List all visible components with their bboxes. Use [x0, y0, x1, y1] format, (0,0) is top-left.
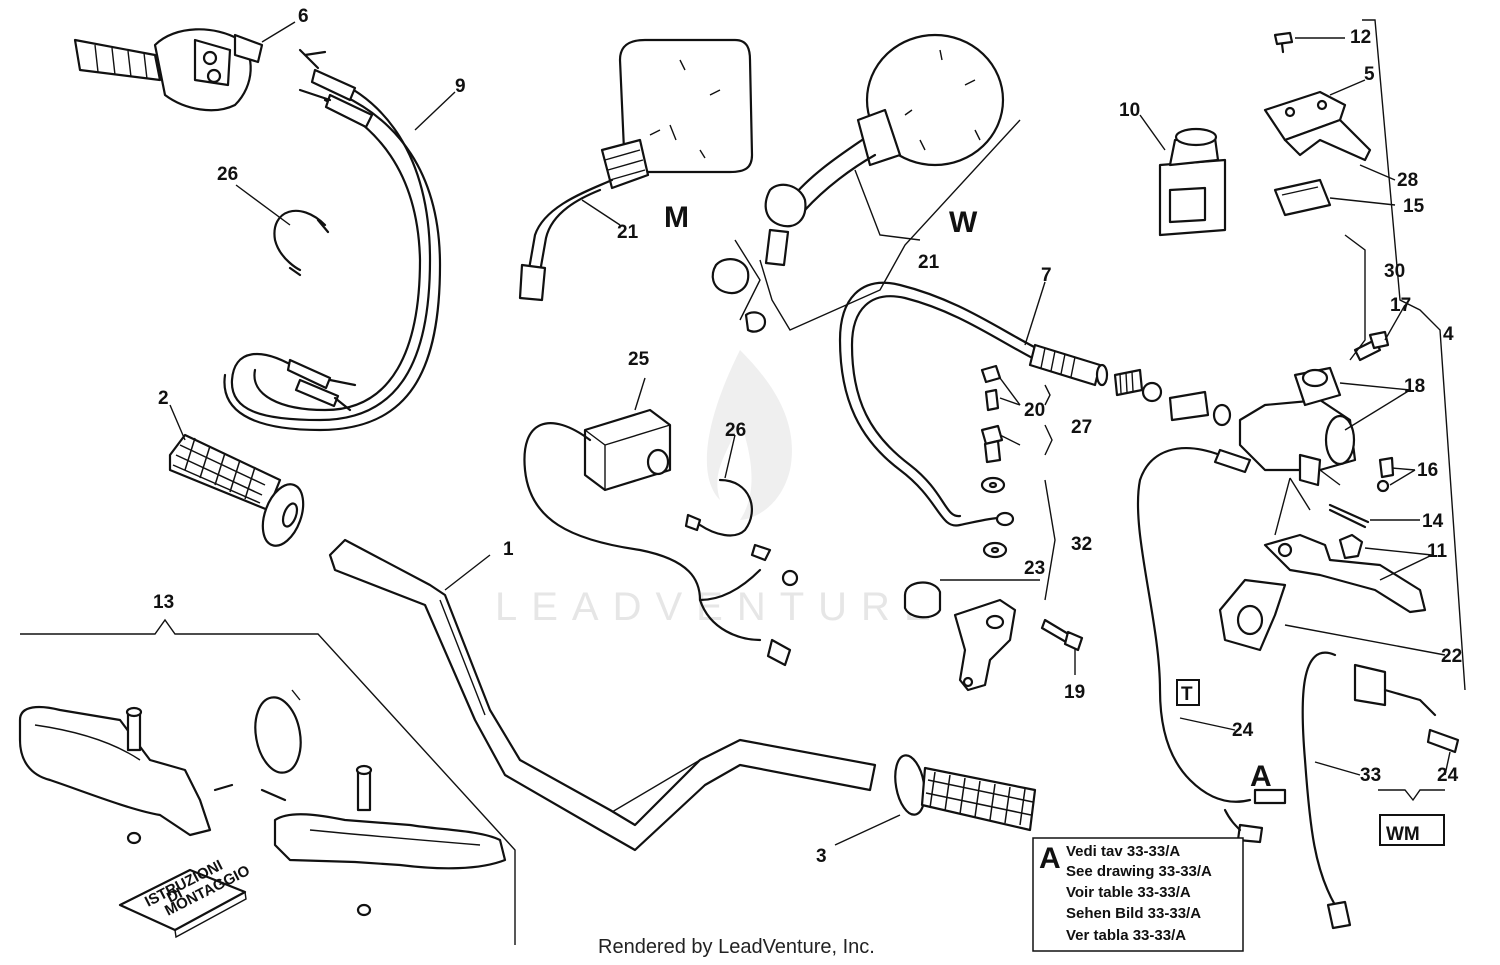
part-9-throttle-cables[interactable] — [223, 48, 442, 432]
note-line-1: Vedi tav 33-33/A — [1066, 843, 1180, 860]
part-1-handlebar[interactable] — [328, 538, 877, 852]
part-10-brake-fluid-bottle[interactable] — [1158, 127, 1227, 237]
part-2-left-grip[interactable] — [168, 433, 311, 551]
part-26-wire-clip-center[interactable] — [684, 478, 753, 537]
callout-13: 13 — [153, 592, 174, 613]
note-line-5: Ver tabla 33-33/A — [1066, 927, 1186, 944]
variant-w-label: W — [949, 206, 978, 239]
part-13-handguard-kit[interactable] — [18, 689, 507, 917]
callout-2: 2 — [158, 388, 169, 409]
callout-3: 3 — [816, 846, 827, 867]
callout-24-wm: 24 — [1437, 765, 1459, 786]
callout-26-center: 26 — [725, 420, 746, 441]
callout-9: 9 — [455, 76, 466, 97]
callout-22: 22 — [1441, 646, 1462, 667]
callout-18: 18 — [1404, 376, 1425, 397]
callout-20: 20 — [1024, 400, 1045, 421]
leader-lines — [169, 21, 1451, 846]
part-21-mirror-w[interactable] — [711, 33, 1005, 333]
part-24-stop-switch-cable[interactable] — [1136, 447, 1287, 844]
part-33-switch-cable[interactable] — [1301, 651, 1460, 930]
variant-wm-label: WM — [1386, 824, 1420, 845]
callout-7: 7 — [1041, 265, 1052, 286]
callout-33: 33 — [1360, 765, 1381, 786]
part-20-bleeder[interactable] — [980, 364, 1004, 464]
part-15-diaphragm[interactable] — [1273, 178, 1332, 217]
callout-21-m: 21 — [617, 222, 639, 243]
variant-a-label: A — [1250, 760, 1272, 793]
caliper-bracket[interactable] — [953, 598, 1017, 692]
reference-note-box: A Vedi tav 33-33/A See drawing 33-33/A V… — [1032, 837, 1244, 952]
watermark: LEADVENTURE — [495, 350, 945, 629]
group-brackets — [20, 19, 1466, 945]
callout-11: 11 — [1427, 541, 1448, 562]
callout-10: 10 — [1119, 100, 1140, 121]
part-14-pin[interactable] — [1328, 503, 1370, 529]
part-3-right-grip[interactable] — [891, 753, 1037, 832]
part-21-mirror-m[interactable] — [518, 38, 754, 302]
callout-24-t: 24 — [1232, 720, 1254, 741]
variant-t-label: T — [1181, 684, 1193, 705]
callout-12: 12 — [1350, 27, 1371, 48]
callout-21-w: 21 — [918, 252, 940, 273]
variant-m-label: M — [664, 201, 689, 234]
part-25-switch[interactable] — [523, 408, 799, 667]
callout-5: 5 — [1364, 64, 1375, 85]
callout-32: 32 — [1071, 534, 1092, 555]
footer-credit: Rendered by LeadVenture, Inc. — [598, 936, 875, 958]
part-7-brake-hose[interactable] — [838, 281, 1109, 527]
callout-1: 1 — [503, 539, 514, 560]
callout-4: 4 — [1443, 324, 1454, 345]
note-line-4: Sehen Bild 33-33/A — [1066, 905, 1201, 922]
part-23-grommet[interactable] — [903, 581, 942, 619]
callout-26-left: 26 — [217, 164, 238, 185]
part-19-bolt[interactable] — [1040, 618, 1084, 652]
callout-28: 28 — [1397, 170, 1418, 191]
booklet-line-2: DI — [164, 885, 185, 907]
part-18-master-cylinder[interactable] — [1238, 366, 1357, 487]
callout-17: 17 — [1390, 295, 1411, 316]
part-22-clamp[interactable] — [1218, 578, 1287, 652]
variant-t-box — [1176, 679, 1200, 706]
callout-27: 27 — [1071, 417, 1092, 438]
note-line-2: See drawing 33-33/A — [1066, 863, 1212, 880]
part-5-reservoir-cap[interactable] — [1263, 90, 1372, 162]
part-6-throttle-assembly[interactable] — [73, 28, 264, 112]
watermark-text: LEADVENTURE — [495, 585, 945, 629]
part-17-screw[interactable] — [1353, 330, 1390, 362]
variant-wm-box — [1379, 814, 1445, 846]
callout-14: 14 — [1422, 511, 1444, 532]
callout-6: 6 — [298, 6, 309, 27]
part-12-screw[interactable] — [1273, 31, 1294, 54]
note-line-3: Voir table 33-33/A — [1066, 884, 1191, 901]
callout-numbers: 1 2 3 4 5 6 7 9 10 11 12 13 14 15 16 17 … — [153, 6, 1462, 867]
variant-labels: M W T A WM — [664, 201, 1445, 846]
note-box-letter: A — [1039, 842, 1061, 875]
callout-16: 16 — [1417, 460, 1438, 481]
part-30-piston-kit[interactable] — [1113, 368, 1232, 427]
part-32-washers[interactable] — [980, 476, 1008, 559]
callout-15: 15 — [1403, 196, 1425, 217]
callout-30: 30 — [1384, 261, 1405, 282]
assembly-instructions-booklet: ISTRUZIONI DI MONTAGGIO — [118, 857, 253, 939]
callout-25: 25 — [628, 349, 650, 370]
callout-23: 23 — [1024, 558, 1045, 579]
part-16-screws[interactable] — [1376, 456, 1395, 493]
part-11-brake-lever[interactable] — [1263, 533, 1427, 614]
callout-19: 19 — [1064, 682, 1085, 703]
part-26-wire-clip-left[interactable] — [273, 209, 330, 277]
